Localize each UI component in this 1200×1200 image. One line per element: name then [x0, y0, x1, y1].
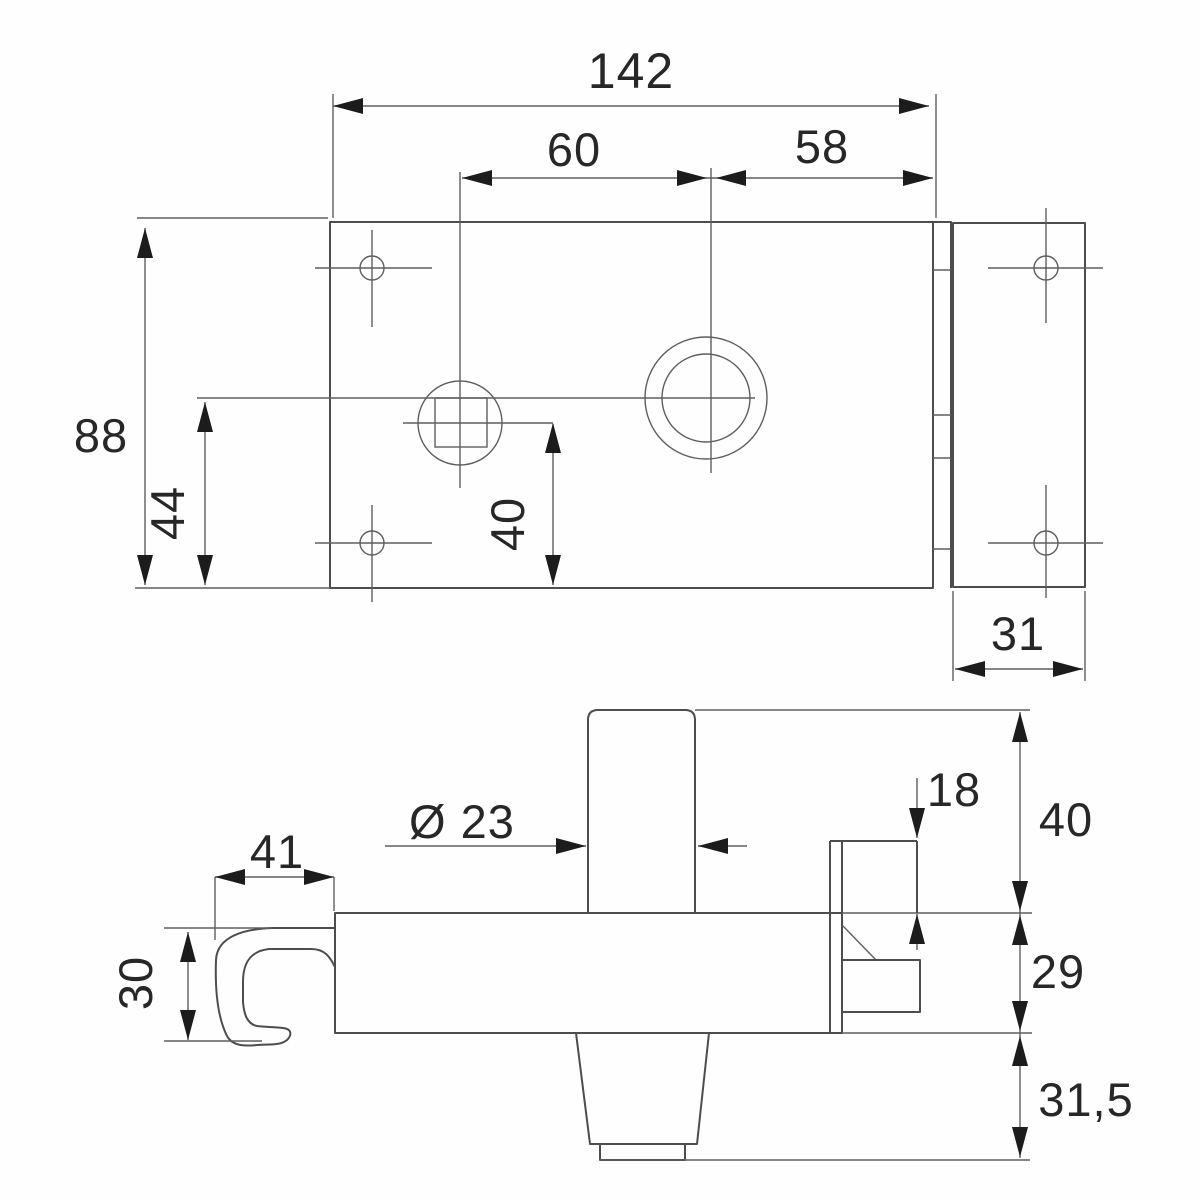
dim-cylinder-diameter: Ø 23 [385, 795, 747, 854]
dim-total-width: 142 [332, 43, 937, 218]
dim-label-31: 31 [991, 607, 1045, 660]
dim-label-142: 142 [588, 43, 674, 99]
ext-lines-case [842, 912, 1032, 1034]
top-view: 142 60 58 88 44 [74, 43, 1103, 681]
cylinder-hole [644, 168, 768, 473]
dim-label-41: 41 [250, 825, 304, 878]
dim-label-88: 88 [74, 409, 128, 462]
side-plate-outline [952, 222, 1086, 588]
dim-label-30: 30 [109, 956, 162, 1010]
dim-hook-depth: 41 [214, 825, 335, 940]
knob-base-outline [599, 1143, 686, 1161]
faceplate-strip-outline [933, 221, 952, 588]
bolt-outline [841, 959, 921, 1013]
screw-hole-plate-bottom [988, 485, 1103, 598]
dim-flange-drop: 18 [909, 763, 981, 950]
dim-right-stack: 40 29 31,5 [1012, 712, 1133, 1158]
cylinder-tube-outline [587, 709, 696, 913]
dim-square-to-cylinder: 60 [462, 123, 933, 186]
latch-block [829, 840, 921, 1033]
dim-label-31-5: 31,5 [1038, 1073, 1133, 1126]
screw-hole-plate-top [988, 208, 1103, 323]
dim-label-40-top: 40 [481, 497, 534, 551]
dim-label-18: 18 [927, 763, 981, 816]
dim-side-plate-width: 31 [952, 591, 1086, 681]
faceplate-strip-ticks [933, 269, 951, 550]
dim-total-height: 88 [74, 217, 330, 589]
screw-hole-top-left [315, 230, 432, 327]
lock-body-outline [329, 221, 934, 589]
hook-outline [214, 927, 336, 1047]
lock-case-outline [334, 912, 843, 1034]
dim-label-dia23: Ø 23 [409, 795, 515, 848]
dim-label-29: 29 [1031, 945, 1085, 998]
knob-taper-outline [575, 1032, 710, 1145]
dim-axis-height: 44 [141, 402, 213, 585]
dim-label-40-bottom: 40 [1039, 793, 1093, 846]
dim-hook-height: 30 [109, 927, 272, 1042]
spindle-hole [403, 172, 553, 488]
dim-square-axis-to-bottom: 40 [481, 423, 561, 585]
latch-chamfer-line [842, 925, 877, 961]
bottom-view: Ø 23 41 30 18 40 [109, 709, 1133, 1161]
dim-label-44: 44 [141, 486, 194, 540]
dim-cylinder-to-edge: 58 [716, 120, 933, 186]
arrowhead-left [333, 98, 363, 114]
dim-label-60: 60 [547, 123, 601, 176]
screw-hole-bottom-left [315, 505, 432, 602]
arrowhead-right [899, 98, 929, 114]
dim-label-58: 58 [795, 120, 849, 173]
